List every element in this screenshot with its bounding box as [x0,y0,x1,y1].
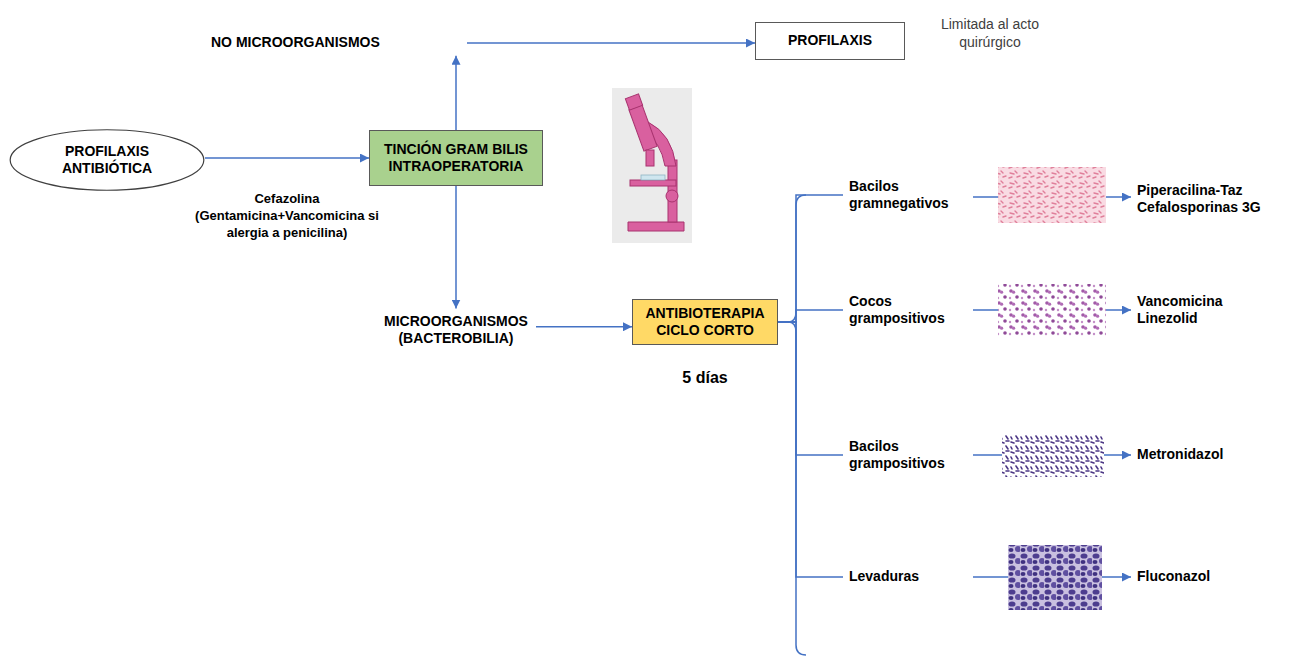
connector-arrow [455,186,457,309]
organism-label: Bacilos grampositivos [843,434,973,477]
bracket [788,195,806,655]
microscope-slide [641,175,665,180]
gram-negative-stain [998,167,1106,223]
connector-arrow [778,322,843,455]
node-text: Piperacilina-Taz Cefalosporinas 3G [1137,182,1285,217]
duration-label: 5 días [660,368,750,388]
organism-label: Bacilos gramnegativos [843,174,973,217]
node-text: Levaduras [849,568,967,586]
microscope-stage [630,180,676,186]
connector-arrow [205,157,369,159]
gram-positive-bacilli-stain [1002,435,1104,477]
note-text: Limitada al acto quirúrgico [915,16,1065,51]
gram-positive-cocci-stain [998,284,1106,337]
connector-arrow [467,42,755,44]
organism-label: Cocos grampositivos [843,289,973,332]
node-text: TINCIÓN GRAM BILIS INTRAOPERATORIA [376,141,536,176]
node-text: Bacilos grampositivos [849,438,967,473]
node-text: ANTIBIOTERAPIA CICLO CORTO [639,305,771,340]
microscope-eyepiece [625,94,642,110]
drug-label: Fluconazol [1131,564,1291,590]
microscope-background [612,88,692,243]
connector-arrow [455,56,457,130]
yeast-stain [1008,545,1102,610]
microscope-objective [646,150,654,166]
node-text: NO MICROORGANISMOS [211,34,461,52]
process-box: PROFILAXIS [755,22,905,60]
start-ellipse: PROFILAXIS ANTIBIÓTICA [9,129,205,191]
node-text: PROFILAXIS ANTIBIÓTICA [49,143,165,178]
edge-label: Cefazolina (Gentamicina+Vancomicina si a… [192,190,382,243]
node-text: Bacilos gramnegativos [849,178,967,213]
organism-label: Levaduras [843,564,973,590]
microscope-illustration [612,88,692,243]
node-text: PROFILAXIS [762,32,898,50]
process-box: TINCIÓN GRAM BILIS INTRAOPERATORIA [369,130,543,186]
connector-arrow [778,322,843,577]
microscope-base [628,222,684,231]
microscope-knob [666,190,678,202]
outcome-text: NO MICROORGANISMOS [205,30,467,56]
node-text: MICROORGANISMOS (BACTEROBILIA) [382,313,530,348]
connector-arrow [778,310,843,322]
outcome-text: MICROORGANISMOS (BACTEROBILIA) [376,309,536,352]
drug-label: Metronidazol [1131,442,1291,468]
ellipse-shape [10,130,204,191]
connector-arrow [536,326,632,328]
node-text: Vancomicina Linezolid [1137,293,1255,328]
microscope-tube [629,105,657,151]
node-text: Cocos grampositivos [849,293,967,328]
drug-label: Piperacilina-Taz Cefalosporinas 3G [1131,178,1291,221]
connector-arrow [778,195,843,322]
node-text: Metronidazol [1137,446,1285,464]
process-box: ANTIBIOTERAPIA CICLO CORTO [632,299,778,345]
drug-label: Vancomicina Linezolid [1131,289,1261,332]
node-text: Fluconazol [1137,568,1285,586]
